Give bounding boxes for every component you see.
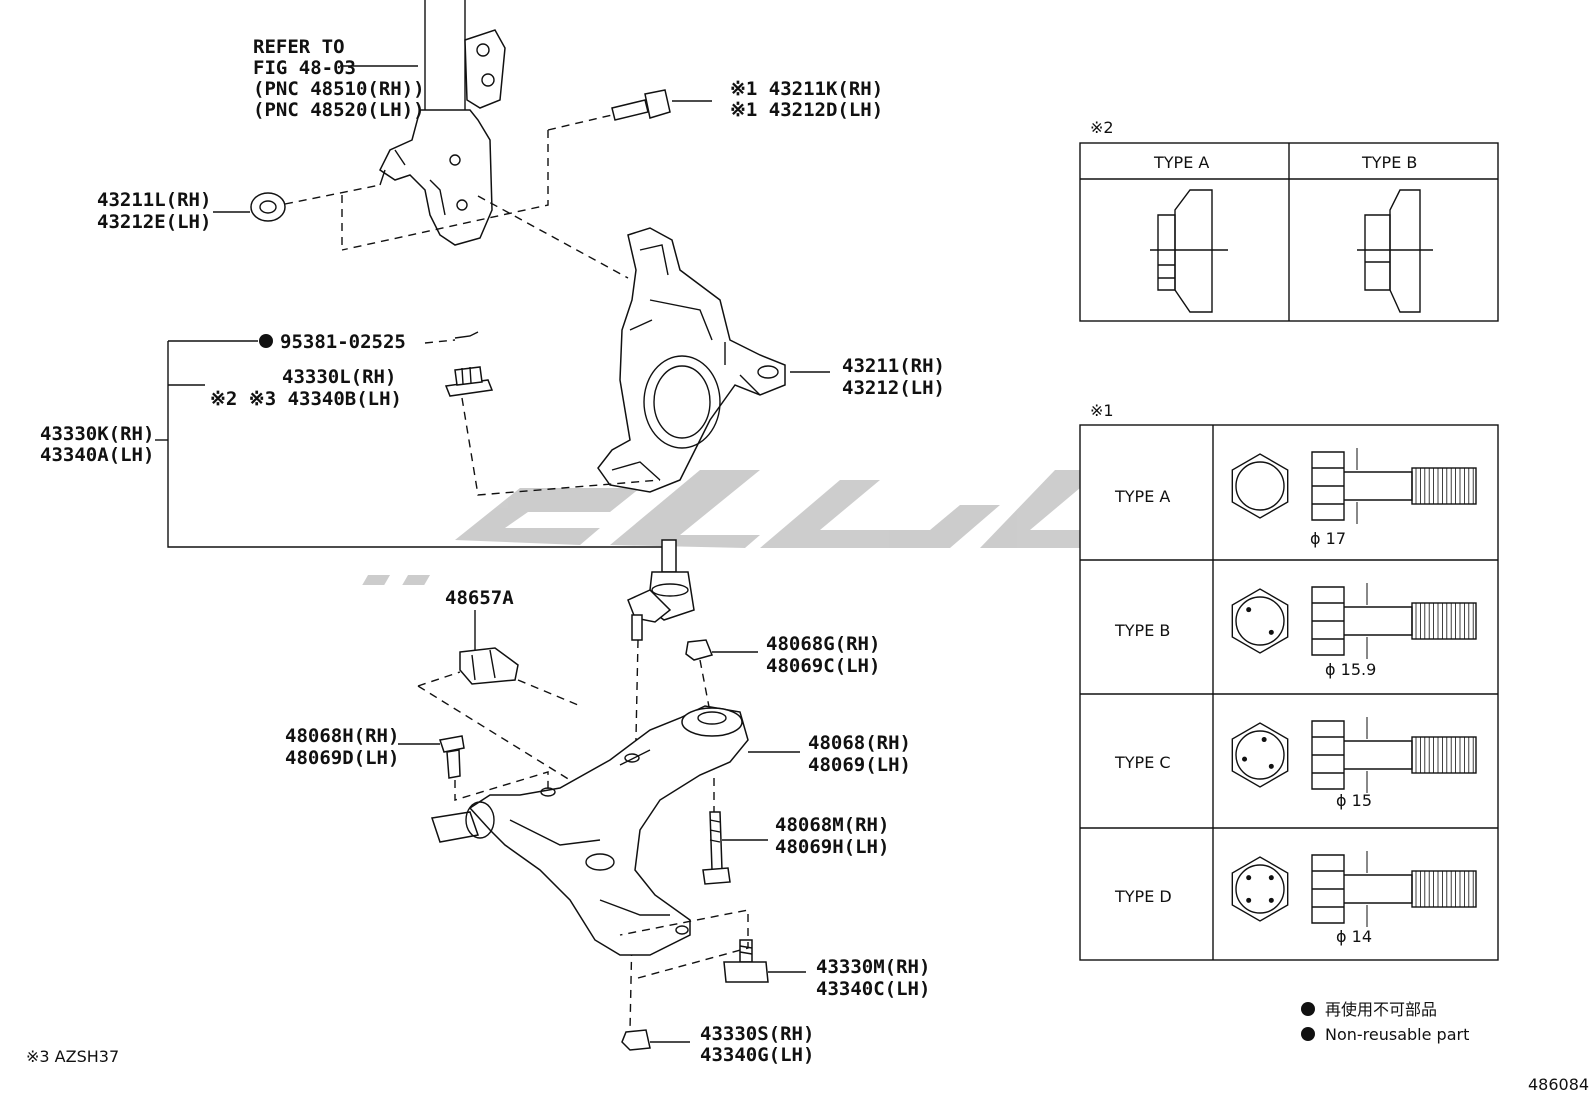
knuckle-bolt [611,89,671,121]
bolt-marking-dot-icon [1268,629,1274,635]
callout-arm-nut-lh: 48069C(LH) [766,655,880,677]
callout-bolt-rh: ※1 43211K(RH) [730,78,883,100]
callout-bolt-lh: ※1 43212D(LH) [730,99,883,121]
table2-header-b: TYPE B [1361,153,1417,172]
bolt-head-circle-icon [1235,461,1285,511]
table2-header-a: TYPE A [1153,153,1209,172]
strut-assembly [379,0,506,246]
diagram-number: 486084 [1528,1075,1589,1094]
cotter-pin [454,331,479,339]
ball-joint-bolt [723,939,769,983]
table2-mark: ※2 [1090,118,1114,137]
bolt-head-circle-icon [1235,596,1285,646]
callout-bj-bolt-lh: 43340C(LH) [816,978,930,1000]
bolt-head-hex-icon [1231,722,1289,788]
bolt-side-head-icon [1311,720,1345,790]
callout-bj-nut-rh: 43330S(RH) [700,1023,814,1045]
bolt-side-head-icon [1311,586,1345,656]
castle-nut-type-table: ※2 TYPE A TYPE B [1079,118,1499,322]
bolt-side-head-icon [1311,854,1345,924]
legend-japanese: 再使用不可部品 [1325,1000,1437,1019]
bolt-marking-dot-icon [1246,897,1252,903]
callout-nut-rh: 43211L(RH) [97,189,211,211]
bolt-head-hex-icon [1231,453,1289,519]
legend-dot-icon-2 [1301,1027,1315,1041]
callout-arm-bolt-rh: 48068H(RH) [285,725,399,747]
callout-knuckle-rh: 43211(RH) [842,355,945,377]
callout-bj-bolt-rh: 43330M(RH) [816,956,930,978]
bolt-side-facets-icon [1312,736,1344,774]
callout-knuckle-lh: 43212(LH) [842,377,945,399]
bolt-marking-dot-icon [1242,756,1248,762]
table1-type-b: TYPE B [1114,621,1170,640]
bolt-thread-icon [1411,736,1477,774]
callout-arm-nut-rh: 48068G(RH) [766,633,880,655]
refer-text-line4: (PNC 48520(LH)) [253,99,425,121]
arm-bracket [459,647,519,685]
bolt-side-head-icon [1311,451,1345,521]
non-reusable-dot-icon [259,334,273,348]
table1-dia-c: ϕ 15 [1336,791,1372,810]
ball-joint [627,539,695,641]
bolt-marking-dot-icon [1268,897,1274,903]
bolt-marking-dot-icon [1268,875,1274,881]
legend: 再使用不可部品 Non-reusable part [1301,1000,1469,1044]
arm-rear-bolt [702,811,731,885]
callout-arm-bolt-lh: 48069D(LH) [285,747,399,769]
table1-mark: ※1 [1090,401,1114,420]
castle-nut [444,366,494,397]
callout-ball-joint-rh: 43330K(RH) [40,423,154,445]
castle-nut-type-a-icon [1150,189,1228,313]
bolt-head-circle-icon [1235,864,1285,914]
bolt-head-circle-icon [1235,730,1285,780]
table1-dia-b: ϕ 15.9 [1325,660,1376,679]
callout-castle-nut-rh: 43330L(RH) [282,366,396,388]
bolt-thread-icon [1411,870,1477,908]
callout-arm-rh: 48068(RH) [808,732,911,754]
refer-text-line3: (PNC 48510(RH)) [253,78,425,100]
callout-nut-lh: 43212E(LH) [97,211,211,233]
callout-castle-nut-lh: ※2 ※3 43340B(LH) [210,388,402,410]
steering-knuckle [597,227,786,493]
table1-type-c: TYPE C [1114,753,1171,772]
callout-rear-bolt-rh: 48068M(RH) [775,814,889,836]
callout-ball-joint-lh: 43340A(LH) [40,444,154,466]
arm-bolt [439,735,465,779]
bolt-marking-dot-icon [1246,875,1252,881]
footnote: ※3 AZSH37 [26,1047,119,1066]
bolt-marking-dot-icon [1268,763,1274,769]
bolt-head-hex-icon [1231,588,1289,654]
callout-bracket: 48657A [445,587,514,609]
watermark-logo [362,470,1120,585]
refer-text-line1: REFER TO [253,36,345,58]
table1-dia-d: ϕ 14 [1336,927,1372,946]
bolt-thread-icon [1411,602,1477,640]
bolt-head-hex-icon [1231,856,1289,922]
callout-arm-lh: 48069(LH) [808,754,911,776]
bolt-thread-icon [1411,467,1477,505]
bolt-side-facets-icon [1312,467,1344,505]
bolt-side-facets-icon [1312,870,1344,908]
ball-joint-nut [621,1029,651,1051]
refer-text-line2: FIG 48-03 [253,57,356,79]
lower-control-arm [431,705,749,956]
legend-english: Non-reusable part [1325,1025,1469,1044]
bolt-side-facets-icon [1312,602,1344,640]
bolt-marking-dot-icon [1246,607,1252,613]
callout-rear-bolt-lh: 48069H(LH) [775,836,889,858]
knuckle-nut [250,192,286,222]
arm-nut [685,639,714,661]
callout-bj-nut-lh: 43340G(LH) [700,1044,814,1066]
table1-dia-a: ϕ 17 [1310,529,1346,548]
table1-type-d: TYPE D [1114,887,1172,906]
bolt-type-table: ※1 TYPE A TYPE B TYPE C TYPE D ϕ 17 ϕ 15… [1079,401,1499,961]
table1-type-a: TYPE A [1114,487,1170,506]
bolt-marking-dot-icon [1261,737,1267,743]
castle-nut-type-b-icon [1357,189,1433,313]
callout-cotter-pin: 95381-02525 [280,331,406,353]
legend-dot-icon [1301,1002,1315,1016]
